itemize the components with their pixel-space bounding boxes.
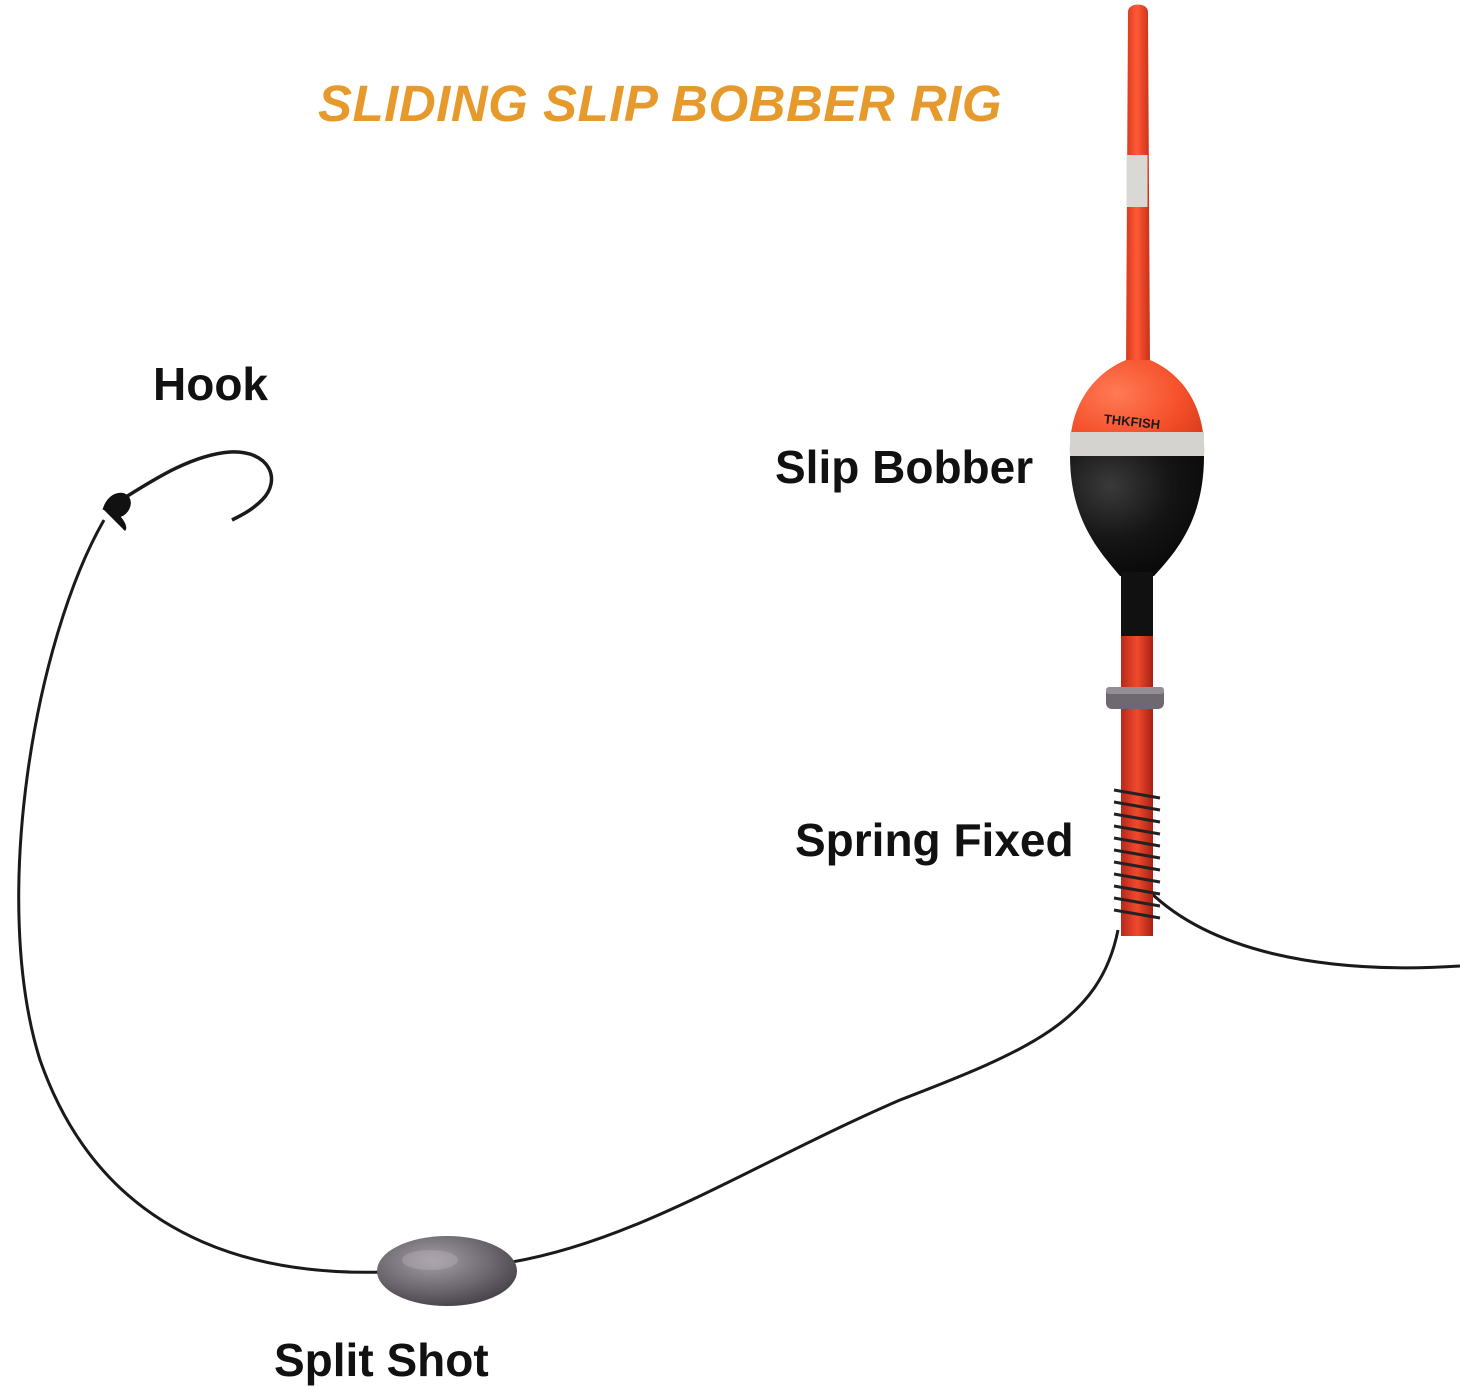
spring-fixed-label: Spring Fixed	[795, 814, 1074, 866]
main-line	[1148, 890, 1460, 970]
slip-bobber-icon: THKFISH	[1069, 4, 1205, 936]
spring-icon	[1113, 788, 1161, 920]
split-shot-label: Split Shot	[274, 1334, 489, 1386]
hook-icon	[102, 450, 274, 532]
split-shot-icon	[377, 1236, 517, 1306]
slip-bobber-label: Slip Bobber	[775, 441, 1034, 493]
hook-label: Hook	[153, 358, 268, 410]
bobber-brand-text: THKFISH	[1103, 411, 1161, 432]
fishing-line	[17, 519, 1120, 1274]
diagram-title: SLIDING SLIP BOBBER RIG	[318, 75, 1002, 132]
